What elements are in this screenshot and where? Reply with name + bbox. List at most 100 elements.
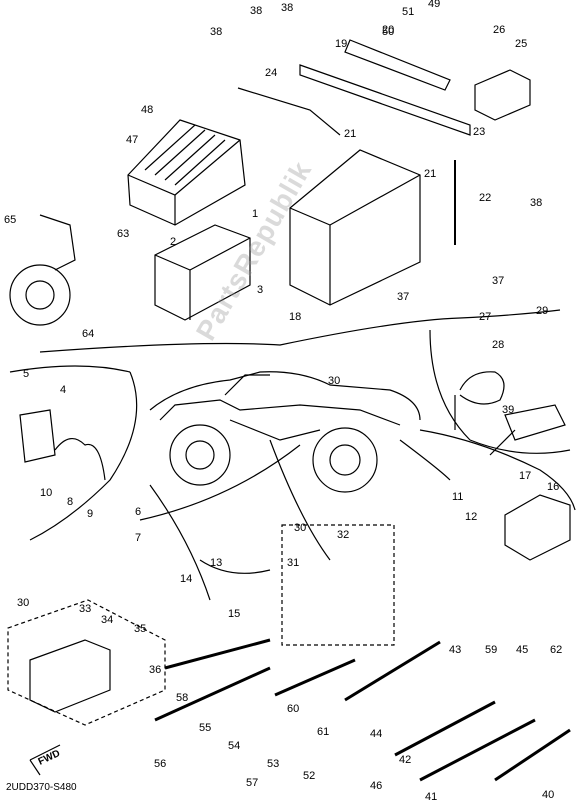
svg-text:5: 5 <box>23 368 29 380</box>
svg-text:38: 38 <box>281 2 293 14</box>
fwd-arrow <box>29 744 61 776</box>
tie-58 <box>164 638 271 670</box>
divider-center <box>269 439 331 561</box>
svg-text:20: 20 <box>382 24 394 36</box>
lead-24 <box>237 87 341 136</box>
svg-text:62: 62 <box>550 644 562 656</box>
svg-text:3: 3 <box>257 284 263 296</box>
svg-text:42: 42 <box>399 754 411 766</box>
svg-text:30: 30 <box>328 375 340 387</box>
divider-right-b <box>419 429 576 511</box>
svg-text:57: 57 <box>246 777 258 789</box>
svg-text:23: 23 <box>473 126 485 138</box>
svg-text:53: 53 <box>267 758 279 770</box>
svg-text:38: 38 <box>250 5 262 17</box>
svg-text:61: 61 <box>317 726 329 738</box>
svg-text:18: 18 <box>289 311 301 323</box>
horn <box>9 214 76 326</box>
tie-41 <box>419 718 536 782</box>
svg-text:12: 12 <box>465 511 477 523</box>
svg-text:38: 38 <box>210 26 222 38</box>
svg-text:54: 54 <box>228 740 240 752</box>
divider-mid <box>139 444 301 521</box>
tie-42 <box>394 700 496 757</box>
module-16 <box>504 494 571 561</box>
tie-55 <box>154 666 271 722</box>
svg-text:15: 15 <box>228 608 240 620</box>
tie-40 <box>494 728 571 782</box>
socket-39 <box>504 404 566 441</box>
svg-text:34: 34 <box>101 614 113 626</box>
svg-text:55: 55 <box>199 722 211 734</box>
svg-text:58: 58 <box>176 692 188 704</box>
svg-text:63: 63 <box>117 228 129 240</box>
ecu <box>127 119 246 226</box>
svg-text:13: 13 <box>210 557 222 569</box>
svg-text:64: 64 <box>82 328 94 340</box>
bracket-19 <box>299 64 471 136</box>
svg-text:41: 41 <box>425 791 437 800</box>
svg-text:16: 16 <box>547 481 559 493</box>
svg-text:48: 48 <box>141 104 153 116</box>
tie-60 <box>274 658 356 697</box>
svg-text:56: 56 <box>154 758 166 770</box>
key-switch <box>459 371 505 405</box>
bracket-20 <box>344 39 451 91</box>
svg-text:19: 19 <box>335 38 347 50</box>
divider-left-low <box>29 371 138 541</box>
divider-lower <box>149 484 211 601</box>
svg-text:28: 28 <box>492 339 504 351</box>
divider-14 <box>199 559 271 574</box>
svg-text:38: 38 <box>530 197 542 209</box>
svg-text:26: 26 <box>493 24 505 36</box>
battery <box>289 149 421 306</box>
svg-text:35: 35 <box>134 623 146 635</box>
svg-text:22: 22 <box>479 192 491 204</box>
svg-text:33: 33 <box>79 603 91 615</box>
svg-text:47: 47 <box>126 134 138 146</box>
svg-text:50: 50 <box>382 26 394 38</box>
svg-text:24: 24 <box>265 67 277 79</box>
socket-lead <box>489 429 516 456</box>
relay-25 <box>474 69 531 121</box>
divider-right-c <box>429 329 571 454</box>
relay-box-1 <box>154 224 251 321</box>
svg-text:52: 52 <box>303 770 315 782</box>
divider-top <box>39 309 561 353</box>
svg-text:36: 36 <box>149 664 161 676</box>
svg-text:21: 21 <box>424 168 436 180</box>
atv-outline <box>149 371 421 493</box>
svg-text:14: 14 <box>180 573 192 585</box>
diagram-code: 2UDD370-S480 <box>6 782 77 793</box>
svg-text:6: 6 <box>135 506 141 518</box>
dashed-box-31 <box>281 524 395 646</box>
svg-text:21: 21 <box>344 128 356 140</box>
svg-text:40: 40 <box>542 789 554 800</box>
svg-text:17: 17 <box>519 470 531 482</box>
svg-text:39: 39 <box>502 404 514 416</box>
svg-text:4: 4 <box>60 384 66 396</box>
svg-text:2: 2 <box>170 236 176 248</box>
ignition-coil <box>19 409 106 481</box>
svg-text:11: 11 <box>452 491 463 503</box>
svg-text:29: 29 <box>536 305 548 317</box>
svg-text:51: 51 <box>402 6 414 18</box>
svg-text:10: 10 <box>40 487 52 499</box>
divider-left <box>9 365 131 373</box>
tie-44b <box>344 640 441 702</box>
svg-text:43: 43 <box>449 644 461 656</box>
svg-text:9: 9 <box>87 508 93 520</box>
svg-text:30: 30 <box>17 597 29 609</box>
svg-text:46: 46 <box>370 780 382 792</box>
svg-text:32: 32 <box>337 529 349 541</box>
svg-text:65: 65 <box>4 214 16 226</box>
svg-text:30: 30 <box>294 522 306 534</box>
fwd-text: FWD <box>37 748 62 768</box>
svg-text:49: 49 <box>428 0 440 10</box>
svg-text:31: 31 <box>287 557 299 569</box>
svg-text:27: 27 <box>479 311 491 323</box>
svg-text:37: 37 <box>492 275 504 287</box>
